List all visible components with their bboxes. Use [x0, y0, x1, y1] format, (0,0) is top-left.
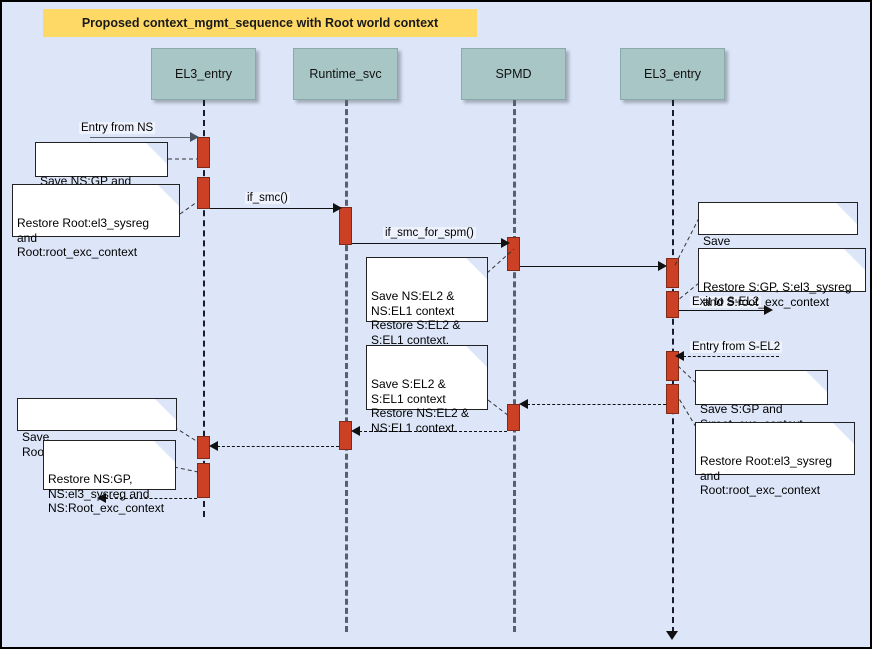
activation-bar	[666, 258, 679, 288]
message-label-exit-to-s-el2: Exit to S-EL2	[690, 296, 762, 308]
note-save-s-el2-restore-ns-el2: Save S:EL2 & S:EL1 context Restore NS:EL…	[366, 345, 488, 435]
note-restore-s-gp: Restore S:GP, S:el3_sysreg and S:root_ex…	[698, 248, 866, 309]
diagram-title-banner: Proposed context_mgmt_sequence with Root…	[43, 9, 477, 37]
note-save-ns-gp: Save NS:GP and NS:Root_exc_context	[35, 142, 168, 203]
note-fold-icon	[155, 399, 176, 420]
activation-bar	[197, 137, 210, 168]
note-fold-icon	[146, 143, 167, 164]
participant-el3-entry-left[interactable]: EL3_entry	[151, 48, 256, 100]
message-line-entry-from-ns	[90, 137, 194, 138]
note-fold-icon	[844, 249, 865, 270]
note-save-s-gp: Save S:GP and S:root_exc_context	[695, 370, 828, 431]
message-line-el3-left-to-external	[105, 498, 197, 499]
note-fold-icon	[466, 258, 487, 279]
note-fold-icon	[806, 371, 827, 392]
note-fold-icon	[836, 203, 857, 224]
activation-bar	[666, 291, 679, 318]
activation-bar	[507, 404, 520, 431]
lifeline-spmd	[513, 100, 516, 632]
message-line-runtime-svc-to-el3-left	[217, 446, 339, 447]
arrowhead-icon	[351, 426, 360, 436]
arrowhead-icon	[501, 238, 510, 248]
message-label-entry-from-ns: Entry from NS	[79, 122, 156, 134]
message-line-if-smc	[210, 208, 336, 209]
arrowhead-icon	[675, 351, 684, 361]
activation-bar	[339, 207, 352, 245]
note-save-ns-el2-restore-s-el2: Save NS:EL2 & NS:EL1 context Restore S:E…	[366, 257, 488, 347]
note-text: Save S:EL2 & S:EL1 context Restore NS:EL…	[371, 377, 470, 435]
note-save-root-exc-context-left: Save Root:root_exc_context	[17, 398, 177, 459]
activation-bar	[197, 463, 210, 498]
lifeline-el3-entry-left	[203, 100, 205, 517]
note-restore-root-el3-sysreg: Restore Root:el3_sysreg and Root:root_ex…	[12, 184, 180, 259]
participant-label: EL3_entry	[644, 67, 701, 81]
message-line-exit-to-s-el2	[679, 310, 767, 311]
arrowhead-icon	[190, 132, 199, 142]
note-fold-icon	[154, 441, 175, 462]
note-text: Save NS:EL2 & NS:EL1 context Restore S:E…	[371, 289, 461, 347]
message-line-if-smc-for-spm	[352, 243, 506, 244]
note-text: Restore Root:el3_sysreg and Root:root_ex…	[17, 216, 150, 259]
note-text: Restore Root:el3_sysreg and Root:root_ex…	[700, 454, 833, 497]
note-fold-icon	[833, 423, 854, 444]
note-text: Restore S:GP, S:el3_sysreg and S:root_ex…	[703, 280, 852, 309]
lifeline-end-arrow-icon	[666, 631, 678, 640]
arrowhead-icon	[519, 399, 528, 409]
activation-bar	[197, 177, 210, 209]
arrowhead-icon	[333, 203, 342, 213]
arrowhead-icon	[209, 441, 218, 451]
note-text: Restore NS:GP, NS:el3_sysreg and NS:Root…	[48, 472, 165, 515]
participant-runtime-svc[interactable]: Runtime_svc	[293, 48, 398, 100]
message-line-entry-from-s-el2	[683, 356, 779, 357]
arrowhead-icon	[97, 493, 106, 503]
arrowhead-icon	[658, 261, 667, 271]
participant-label: SPMD	[495, 67, 532, 81]
message-line-spmd-to-el3-right	[520, 266, 663, 267]
note-save-root-exc-context-right: Save Root:root_exc_context	[698, 202, 858, 263]
message-label-if-smc: if_smc()	[245, 192, 290, 204]
note-restore-ns-gp: Restore NS:GP, NS:el3_sysreg and NS:Root…	[43, 440, 176, 515]
message-line-el3-right-to-spmd	[527, 404, 666, 405]
note-restore-root-el3-sysreg-right: Restore Root:el3_sysreg and Root:root_ex…	[695, 422, 855, 497]
note-fold-icon	[466, 346, 487, 367]
participant-el3-entry-right[interactable]: EL3_entry	[620, 48, 725, 100]
participant-spmd[interactable]: SPMD	[461, 48, 566, 100]
activation-bar	[666, 384, 679, 414]
participant-label: EL3_entry	[175, 67, 232, 81]
message-label-if-smc-for-spm: if_smc_for_spm()	[383, 227, 476, 239]
lifeline-runtime-svc	[345, 100, 348, 632]
note-fold-icon	[158, 185, 179, 206]
participant-label: Runtime_svc	[309, 67, 382, 81]
message-label-entry-from-s-el2: Entry from S-EL2	[690, 341, 783, 353]
message-line-spmd-to-runtime-svc	[359, 431, 507, 432]
arrowhead-icon	[764, 305, 773, 315]
